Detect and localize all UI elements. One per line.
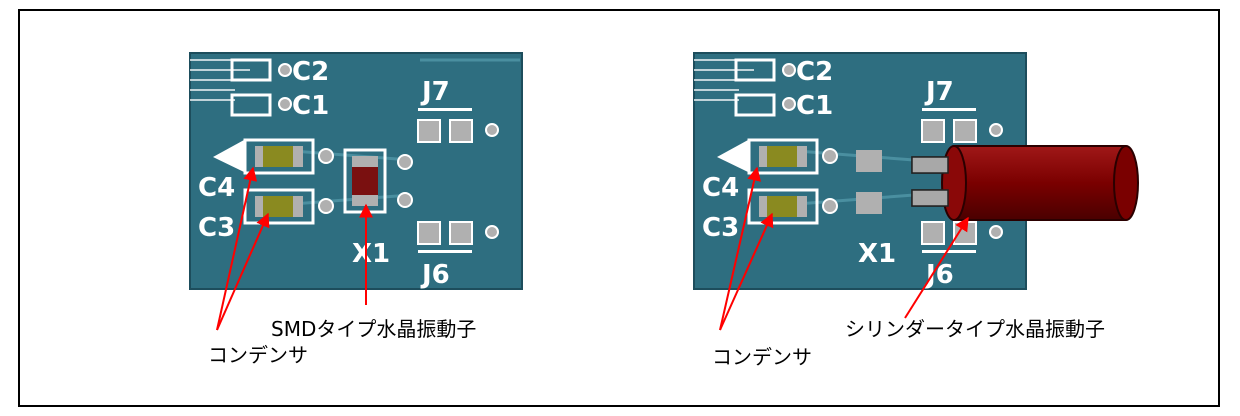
cylinder-crystal [911,145,1139,221]
left-panel: C2 C1 J7 C4 C3 X1 J6 SMDタイプ水晶振動子 コンデンサ [189,52,523,367]
left-capacitor-label: コンデンサ [208,343,308,367]
right-silk-c3: C3 [702,213,739,243]
left-pcb-photo: C2 C1 J7 C4 C3 X1 J6 [189,52,523,290]
right-capacitor-label: コンデンサ [712,345,812,369]
right-silk-x1: X1 [858,239,896,269]
left-silk-j7: J7 [420,77,450,107]
left-silk-j6: J6 [420,260,450,290]
right-panel: C2 C1 J7 C4 C3 X1 J6 シリンダータイプ水晶振動子 コンデンサ [693,52,1139,369]
left-capacitor-arrow-lower [216,212,270,331]
left-capacitor-arrow-upper [216,166,258,331]
right-capacitor-arrow-lower [719,212,774,331]
right-crystal-label: シリンダータイプ水晶振動子 [845,317,1105,341]
right-silk-c1: C1 [796,91,833,121]
right-crystal-arrow [904,216,969,319]
left-silk-x1: X1 [352,239,390,269]
left-crystal-label: SMDタイプ水晶振動子 [271,317,476,341]
right-silk-j7: J7 [924,77,954,107]
left-silk-c4: C4 [198,173,235,203]
right-silk-c4: C4 [702,173,739,203]
right-silk-c2: C2 [796,57,833,87]
right-capacitor-arrow-upper [719,166,762,331]
right-pcb-photo: C2 C1 J7 C4 C3 X1 J6 [693,52,1027,290]
left-silk-c3: C3 [198,213,235,243]
left-silk-c2: C2 [292,57,329,87]
left-silk-c1: C1 [292,91,329,121]
